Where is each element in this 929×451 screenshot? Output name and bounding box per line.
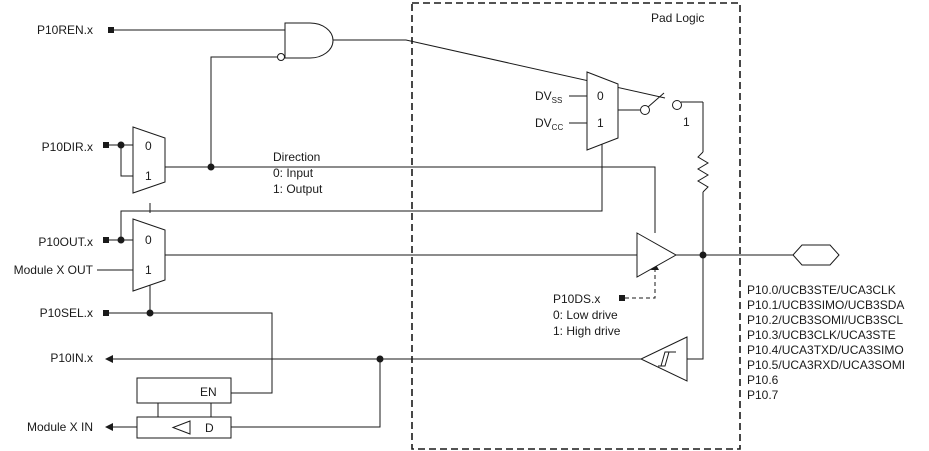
direction-output: 1: Output — [273, 182, 323, 196]
pin-label: P10.3/UCB3CLK/UCA3STE — [747, 328, 896, 342]
mux-direction-in0: 0 — [145, 139, 152, 153]
switch-contact-right — [672, 100, 682, 110]
label-dvss: DVSS — [535, 89, 562, 105]
junction-pad — [699, 251, 707, 259]
enable-label: EN — [200, 385, 217, 399]
drive-low: 0: Low drive — [553, 308, 618, 322]
label-p10out: P10OUT.x — [38, 235, 93, 249]
pad-logic-boundary — [411, 2, 741, 450]
terminal-p10dir — [103, 142, 109, 148]
and-gate — [284, 22, 334, 59]
switch-position-label: 1 — [683, 115, 690, 129]
terminal-p10ds — [619, 295, 625, 301]
terminal-p10ren — [108, 27, 114, 33]
mux-supply-in0: 0 — [597, 89, 604, 103]
label-module-x-out: Module X OUT — [14, 263, 94, 277]
pull-resistor — [697, 151, 709, 193]
mux-output-in0: 0 — [145, 233, 152, 247]
pin-label: P10.7 — [747, 388, 779, 402]
label-module-x-in: Module X IN — [27, 420, 93, 434]
drive-high: 1: High drive — [553, 324, 621, 338]
direction-input: 0: Input — [273, 166, 314, 180]
schmitt-trigger-icon — [658, 351, 676, 367]
direction-title: Direction — [273, 150, 320, 164]
pad-terminal — [792, 244, 840, 266]
label-p10ren: P10REN.x — [37, 23, 93, 37]
junction-direction — [207, 163, 215, 171]
label-p10dir: P10DIR.x — [42, 140, 93, 154]
junction-out-loop — [117, 236, 125, 244]
pad-logic-label: Pad Logic — [651, 11, 704, 25]
label-p10sel: P10SEL.x — [40, 306, 93, 320]
pin-label: P10.5/UCA3RXD/UCA3SOMI — [747, 358, 905, 372]
mux-supply — [586, 71, 619, 151]
label-p10ds: P10DS.x — [553, 292, 600, 306]
and-gate-inverter-bubble — [277, 53, 285, 61]
terminal-p10sel — [103, 310, 109, 316]
mux-direction-in1: 1 — [145, 169, 152, 183]
mux-output-in1: 1 — [145, 263, 152, 277]
data-buffer-triangle-icon — [171, 420, 191, 435]
mux-supply-in1: 1 — [597, 116, 604, 130]
label-p10in: P10IN.x — [50, 351, 93, 365]
output-driver — [636, 232, 678, 278]
pin-label: P10.2/UCB3SOMI/UCB3SCL — [747, 313, 903, 327]
switch-contact-left — [640, 105, 650, 115]
wires — [97, 29, 793, 431]
enable-buffer — [136, 377, 232, 404]
pin-label: P10.4/UCA3TXD/UCA3SIMO — [747, 343, 904, 357]
mux-output — [132, 218, 166, 292]
data-label: D — [205, 421, 214, 435]
junction-in — [376, 355, 384, 363]
pin-list: P10.0/UCB3STE/UCA3CLK P10.1/UCB3SIMO/UCB… — [747, 283, 905, 402]
mux-direction — [132, 126, 166, 194]
terminal-p10out — [103, 237, 109, 243]
input-schmitt-buffer — [639, 336, 688, 382]
junction-dir-loop — [117, 141, 125, 149]
data-buffer — [136, 416, 232, 439]
pin-label: P10.6 — [747, 373, 779, 387]
pin-label: P10.0/UCB3STE/UCA3CLK — [747, 283, 896, 297]
junction-sel — [146, 309, 154, 317]
pin-label: P10.1/UCB3SIMO/UCB3SDA — [747, 298, 904, 312]
label-dvcc: DVCC — [535, 116, 563, 132]
switch-blade — [647, 92, 665, 108]
